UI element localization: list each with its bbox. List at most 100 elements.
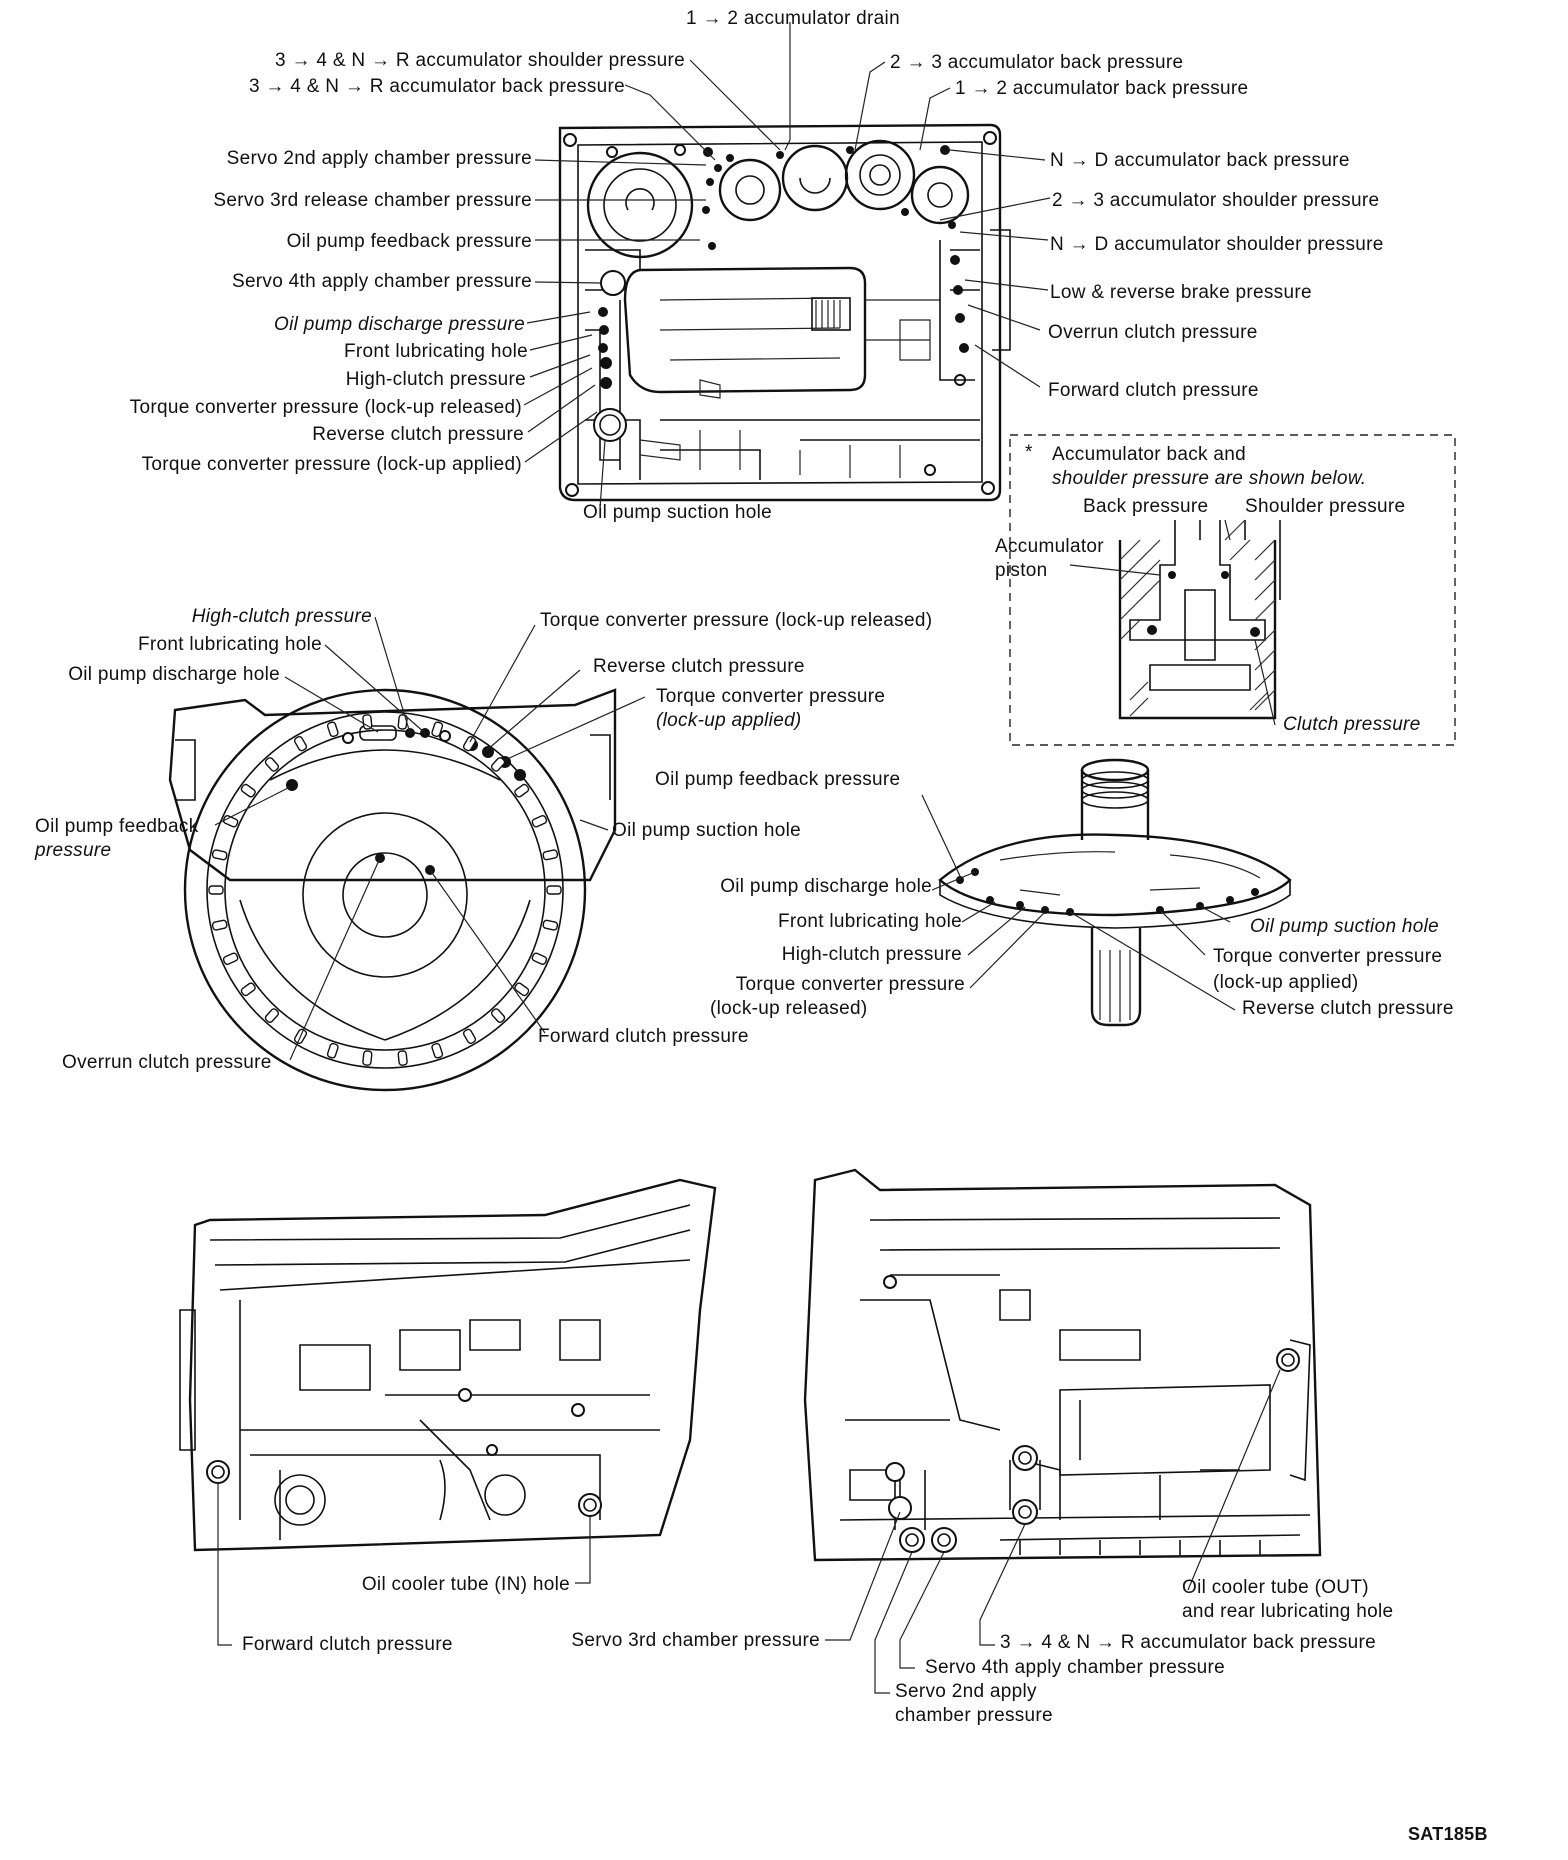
case-slot xyxy=(211,919,228,931)
case-front-slots xyxy=(208,714,562,1066)
side-label-servo-4th: Servo 4th apply chamber pressure xyxy=(925,1657,1225,1678)
oil-pump-view xyxy=(938,758,1292,1027)
case-slot xyxy=(397,1050,408,1066)
note-line-1: Accumulator back and xyxy=(1052,444,1246,465)
side-label-forward-clutch: Forward clutch pressure xyxy=(242,1634,453,1655)
label-2-3-accumulator-shoulder: 2 → 3 accumulator shoulder pressure xyxy=(1052,190,1379,211)
front-label-tc-released: Torque converter pressure (lock-up relea… xyxy=(540,610,932,631)
front-label-feedback-1: Oil pump feedback xyxy=(35,816,199,837)
label-oil-pump-discharge: Oil pump discharge pressure xyxy=(274,314,525,335)
front-label-high-clutch: High-clutch pressure xyxy=(192,606,372,627)
label-forward-clutch: Forward clutch pressure xyxy=(1048,380,1259,401)
case-slot xyxy=(293,735,308,752)
front-label-forward-clutch: Forward clutch pressure xyxy=(538,1026,749,1047)
label-servo-4th-apply: Servo 4th apply chamber pressure xyxy=(232,271,532,292)
label-oil-pump-suction-hole: Oil pump suction hole xyxy=(583,502,772,523)
case-slot xyxy=(362,714,373,730)
side-label-servo-2nd-1: Servo 2nd apply xyxy=(895,1681,1037,1702)
oil-pump-labels: Oil pump feedback pressure Oil pump disc… xyxy=(655,769,1453,1019)
case-slot xyxy=(222,952,239,965)
pump-label-feedback: Oil pump feedback pressure xyxy=(655,769,900,790)
label-servo-2nd-apply: Servo 2nd apply chamber pressure xyxy=(227,148,532,169)
label-front-lubricating-hole: Front lubricating hole xyxy=(344,341,528,362)
label-high-clutch-pressure: High-clutch pressure xyxy=(346,369,526,390)
case-left-side-view xyxy=(179,1178,717,1552)
label-2-3-accumulator-back: 2 → 3 accumulator back pressure xyxy=(890,52,1183,73)
label-n-d-accumulator-back: N → D accumulator back pressure xyxy=(1050,150,1350,171)
case-slot xyxy=(208,885,224,895)
front-label-tc-applied-2: (lock-up applied) xyxy=(656,710,802,731)
case-side-labels: Oil cooler tube (IN) hole Forward clutch… xyxy=(242,1574,1393,1726)
case-slot xyxy=(542,919,559,931)
accumulator-piston-section xyxy=(1069,519,1281,726)
case-right-side-view xyxy=(803,1168,1322,1562)
case-slot xyxy=(490,757,506,772)
front-label-oil-pump-discharge: Oil pump discharge hole xyxy=(68,664,280,685)
side-label-oil-cooler-out-1: Oil cooler tube (OUT) xyxy=(1182,1577,1369,1598)
label-servo-3rd-release: Servo 3rd release chamber pressure xyxy=(213,190,532,211)
accumulator-note: * Accumulator back and shoulder pressure… xyxy=(995,434,1456,746)
case-front-labels: High-clutch pressure Front lubricating h… xyxy=(34,606,932,1073)
case-slot xyxy=(240,783,256,798)
case-slot xyxy=(264,757,280,772)
note-piston-label: piston xyxy=(995,560,1048,581)
pump-label-suction: Oil pump suction hole xyxy=(1250,916,1439,937)
note-line-2: shoulder pressure are shown below. xyxy=(1052,468,1366,489)
case-slot xyxy=(531,815,548,828)
case-slot xyxy=(462,1028,477,1045)
label-overrun-clutch: Overrun clutch pressure xyxy=(1048,322,1258,343)
side-label-3-4-nr-back: 3 → 4 & N → R accumulator back pressure xyxy=(1000,1632,1376,1653)
pump-label-front-lube: Front lubricating hole xyxy=(778,911,962,932)
label-tc-lockup-released: Torque converter pressure (lock-up relea… xyxy=(130,397,522,418)
case-slot xyxy=(326,721,339,738)
side-label-servo-3rd: Servo 3rd chamber pressure xyxy=(571,1630,820,1651)
label-1-2-accumulator-back: 1 → 2 accumulator back pressure xyxy=(955,78,1248,99)
case-slot xyxy=(490,1008,506,1023)
front-label-reverse-clutch: Reverse clutch pressure xyxy=(593,656,805,677)
oil-pump-leaders xyxy=(921,794,1236,1011)
front-label-feedback-2: pressure xyxy=(34,840,111,861)
label-n-d-accumulator-shoulder: N → D accumulator shoulder pressure xyxy=(1050,234,1384,255)
case-slot xyxy=(362,1050,373,1066)
case-slot xyxy=(326,1042,339,1059)
note-star: * xyxy=(1025,442,1033,463)
note-clutch-pressure: Clutch pressure xyxy=(1283,714,1421,735)
case-front-leaders xyxy=(214,616,646,1061)
label-1-2-accumulator-drain: 1 → 2 accumulator drain xyxy=(686,8,900,29)
case-slot xyxy=(514,982,530,997)
pump-label-tc-applied-2: (lock-up applied) xyxy=(1213,972,1359,993)
case-side-leaders xyxy=(217,1369,1281,1694)
pump-label-discharge: Oil pump discharge hole xyxy=(720,876,932,897)
case-slot xyxy=(431,1042,444,1059)
case-slot xyxy=(211,849,228,861)
label-3-4-nr-accumulator-back: 3 → 4 & N → R accumulator back pressure xyxy=(249,76,625,97)
case-slot xyxy=(531,952,548,965)
case-slot xyxy=(264,1008,280,1023)
note-shoulder-pressure: Shoulder pressure xyxy=(1245,496,1405,517)
side-label-servo-2nd-2: chamber pressure xyxy=(895,1705,1053,1726)
control-valve-body-view xyxy=(558,123,1011,502)
front-label-front-lube: Front lubricating hole xyxy=(138,634,322,655)
control-valve-leaders xyxy=(523,22,1051,509)
note-back-pressure: Back pressure xyxy=(1083,496,1208,517)
case-slot xyxy=(546,885,562,895)
side-label-oil-cooler-in: Oil cooler tube (IN) hole xyxy=(362,1574,570,1595)
label-3-4-nr-accumulator-shoulder: 3 → 4 & N → R accumulator shoulder press… xyxy=(275,50,685,71)
note-accumulator-label: Accumulator xyxy=(995,536,1104,557)
side-label-oil-cooler-out-2: and rear lubricating hole xyxy=(1182,1601,1393,1622)
pump-label-tc-applied-1: Torque converter pressure xyxy=(1213,946,1442,967)
case-slot xyxy=(431,721,444,738)
pump-label-tc-released-2: (lock-up released) xyxy=(710,998,867,1019)
front-label-suction-hole: Oil pump suction hole xyxy=(612,820,801,841)
front-label-overrun-clutch: Overrun clutch pressure xyxy=(62,1052,272,1073)
case-slot xyxy=(542,849,559,861)
label-reverse-clutch-pressure: Reverse clutch pressure xyxy=(312,424,524,445)
pump-label-high-clutch: High-clutch pressure xyxy=(782,944,962,965)
case-slot xyxy=(514,783,530,798)
case-slot xyxy=(240,982,256,997)
label-tc-lockup-applied: Torque converter pressure (lock-up appli… xyxy=(142,454,522,475)
figure-code: SAT185B xyxy=(1408,1824,1488,1844)
pump-label-tc-released-1: Torque converter pressure xyxy=(736,974,965,995)
front-label-tc-applied-1: Torque converter pressure xyxy=(656,686,885,707)
